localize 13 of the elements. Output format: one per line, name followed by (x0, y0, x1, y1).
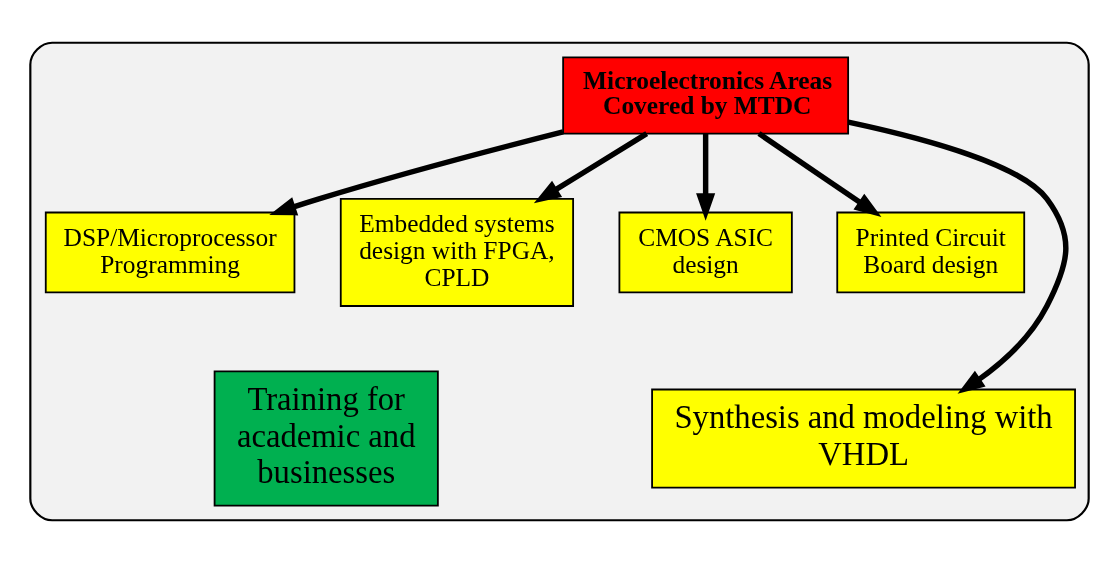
arrow (696, 133, 716, 221)
arrow (533, 131, 649, 204)
node-box: CMOS ASIC design (618, 211, 793, 294)
arrow (847, 119, 1069, 394)
arrow (269, 129, 564, 216)
arrow (757, 131, 882, 218)
node-box: Embedded systems design with FPGA, CPLD (339, 198, 574, 307)
cluster (29, 41, 1090, 522)
node-box: Synthesis and modeling with VHDL (651, 388, 1076, 489)
node-box: Training for academic and businesses (213, 370, 439, 507)
node-box: Microelectronics Areas Covered by MTDC (562, 56, 850, 135)
node-box: Printed Circuit Board design (836, 211, 1026, 294)
node-box: DSP/Microprocessor Programming (44, 211, 296, 294)
